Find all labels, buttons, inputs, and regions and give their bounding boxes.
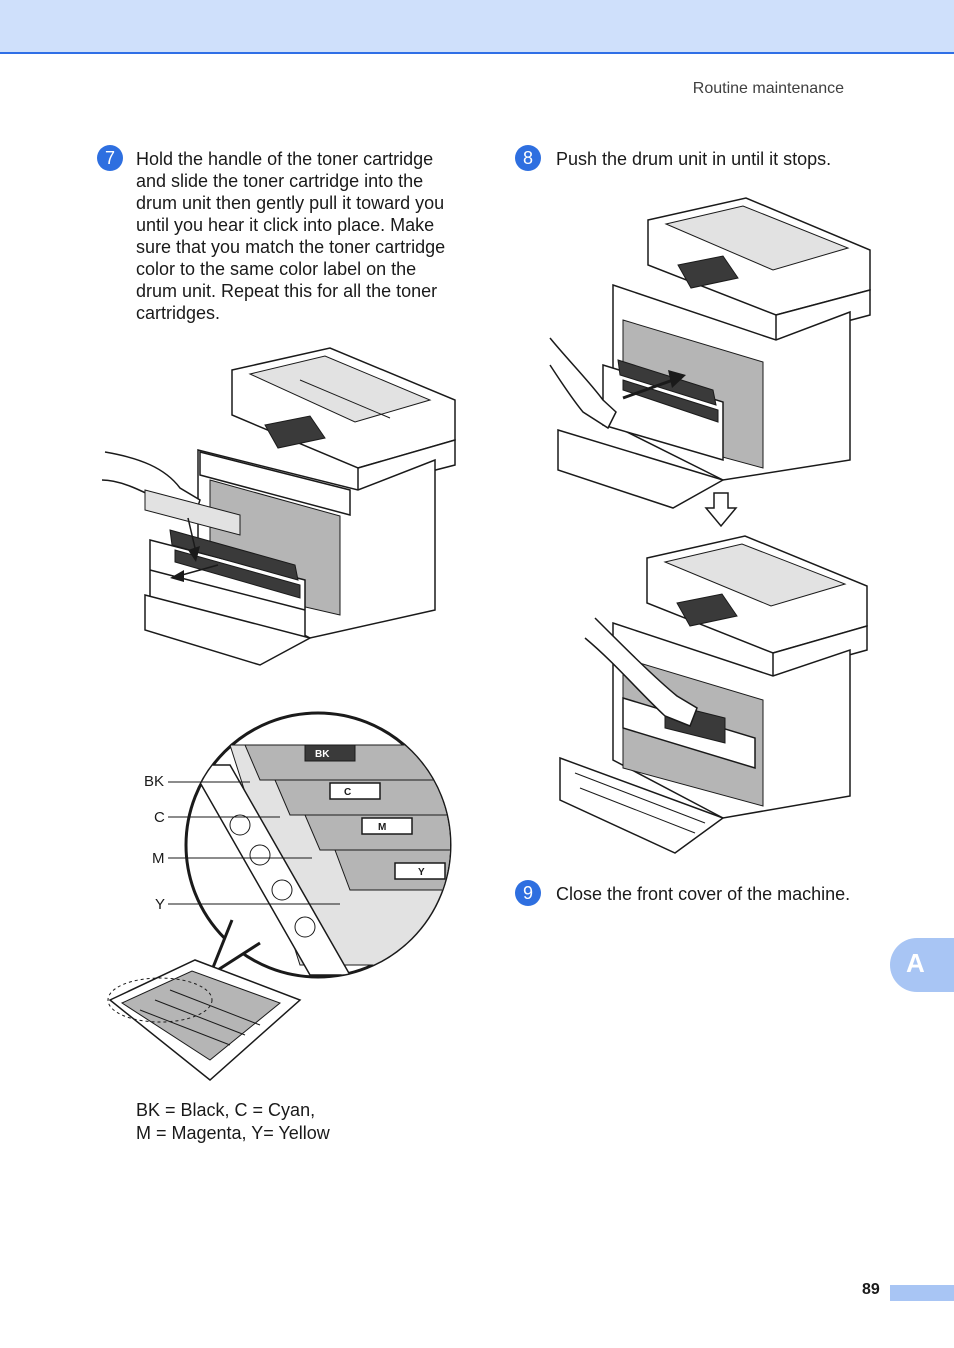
callout-c: C — [154, 809, 165, 826]
color-legend: BK = Black, C = Cyan, M = Magenta, Y= Ye… — [136, 1099, 330, 1145]
header-band — [0, 0, 954, 54]
appendix-tab-label: A — [906, 948, 925, 978]
toner-bar-y: Y — [334, 849, 450, 891]
svg-text:M: M — [378, 822, 386, 833]
printer-drum-installed-illustration — [559, 535, 868, 854]
svg-text:C: C — [344, 787, 351, 798]
printer-toner-insert-illustration — [101, 347, 456, 666]
step-7-text: Hold the handle of the toner cartridge a… — [136, 149, 446, 323]
down-arrow-icon — [704, 492, 738, 528]
page-number: 89 — [862, 1281, 880, 1298]
toner-bar-c: C — [274, 779, 450, 816]
toner-bar-m: M — [304, 814, 450, 851]
appendix-tab: A — [890, 938, 954, 992]
step-9-text: Close the front cover of the machine. — [556, 884, 851, 904]
step-9-badge: 9 — [515, 880, 541, 906]
legend-line-2: M = Magenta, Y= Yellow — [136, 1123, 330, 1143]
svg-text:Y: Y — [418, 867, 425, 878]
page-number-bar — [890, 1285, 954, 1301]
printer-push-drum-illustration — [549, 197, 871, 509]
callout-bk: BK — [144, 773, 165, 790]
step-8-text: Push the drum unit in until it stops. — [556, 149, 832, 169]
toner-label-detail-illustration: BK C M Y — [107, 711, 452, 1081]
step-7-badge: 7 — [97, 145, 123, 171]
callout-y: Y — [155, 896, 166, 913]
running-head: Routine maintenance — [692, 80, 844, 97]
legend-line-1: BK = Black, C = Cyan, — [136, 1100, 316, 1120]
step-8-badge: 8 — [515, 145, 541, 171]
callout-m: M — [152, 850, 165, 867]
svg-text:BK: BK — [315, 749, 330, 760]
toner-bar-bk: BK — [244, 744, 446, 781]
